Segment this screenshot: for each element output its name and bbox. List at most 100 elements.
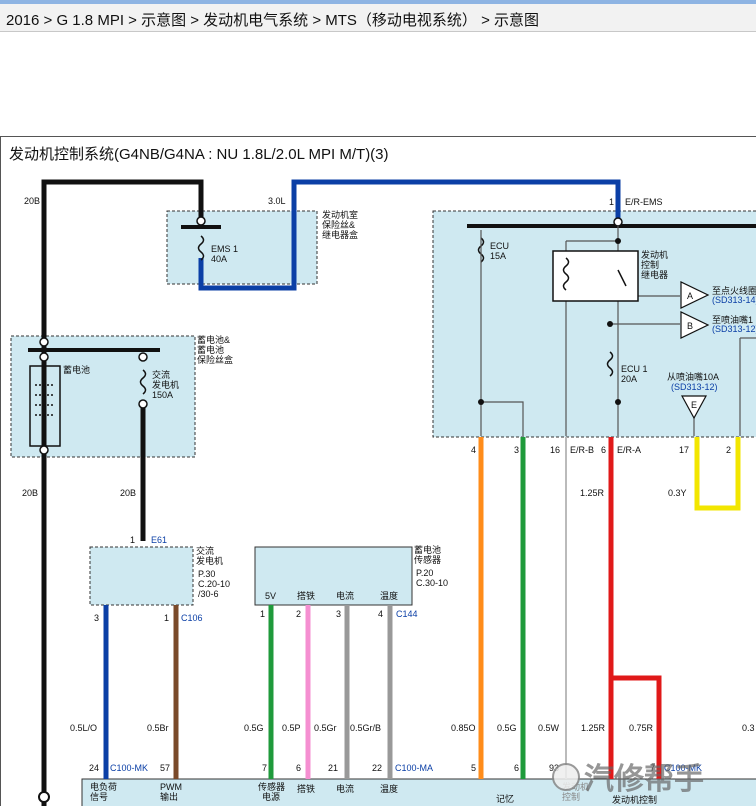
connector-id[interactable]: C106 xyxy=(181,613,203,623)
pin-label: 21 xyxy=(328,763,338,773)
connector-label: 从喷油嘴10A xyxy=(667,371,719,382)
page-ref: P.20 xyxy=(416,568,433,578)
pin-label: 6 xyxy=(601,445,606,455)
box-label: 保险丝& xyxy=(322,219,355,230)
sensor-label: 蓄电池 xyxy=(414,544,441,555)
battery-label: 蓄电池 xyxy=(63,364,90,375)
box-label: 保险丝盒 xyxy=(197,354,233,365)
sensor-pin-name: 5V xyxy=(265,591,276,601)
terminal xyxy=(613,217,623,227)
circuit-label: E/R-A xyxy=(617,445,641,455)
fuse-label: 15A xyxy=(490,251,506,261)
ecm-pin-function: 记忆 xyxy=(496,793,514,804)
wire-label: 0.3 xyxy=(742,723,755,733)
sensor-pin-name: 搭铁 xyxy=(297,590,315,601)
breadcrumb-bar: 2016 > G 1.8 MPI > 示意图 > 发动机电气系统 > MTS（移… xyxy=(0,0,756,32)
fuse-ecu1-symbol xyxy=(606,351,614,377)
box-label: 蓄电池& xyxy=(197,334,230,345)
wire-label: 1.25R xyxy=(581,723,606,733)
ecm-pin-function: PWM xyxy=(160,782,182,792)
alternator-box xyxy=(89,546,194,606)
pin-label: 2 xyxy=(726,445,731,455)
wire-0-3y xyxy=(694,437,741,511)
pin-label: 22 xyxy=(372,763,382,773)
fuse-label: 交流 xyxy=(152,369,170,380)
pin-label: 7 xyxy=(650,763,655,773)
ecm-pin-function: 温度 xyxy=(380,783,398,794)
wire-label: 0.75R xyxy=(629,723,654,733)
connector-ref[interactable]: (SD313-14) xyxy=(712,295,756,305)
pin-label: 3 xyxy=(94,613,99,623)
pin-label: 3 xyxy=(336,609,341,619)
alternator-label: 发电机 xyxy=(196,555,223,566)
connector-b-label: B xyxy=(687,321,693,331)
breadcrumb[interactable]: 2016 > G 1.8 MPI > 示意图 > 发动机电气系统 > MTS（移… xyxy=(6,12,540,29)
connector-id[interactable]: C100-MA xyxy=(395,763,433,773)
wire-label: 0.85O xyxy=(451,723,476,733)
sensor-label: 传感器 xyxy=(414,554,441,565)
fuse-label: 40A xyxy=(211,254,227,264)
page-ref: /30-6 xyxy=(198,589,219,599)
ecm-pin-function: 输出 xyxy=(160,791,178,802)
connector-label: 至点火线圈 xyxy=(712,285,756,296)
pin-label: 1 xyxy=(164,613,169,623)
ecm-pin-function: 控制 xyxy=(562,791,580,802)
relay-coil-symbol xyxy=(562,257,570,291)
connector-b-symbol xyxy=(680,311,710,339)
alternator-label: 交流 xyxy=(196,545,214,556)
wire-label: 0.5W xyxy=(538,723,560,733)
fuse-ecu-symbol xyxy=(477,237,485,263)
relay-switch-symbol xyxy=(617,269,627,287)
wire-label: 0.5P xyxy=(282,723,301,733)
ecm-pin-function: 发动机控制 xyxy=(612,794,657,805)
watermark-logo-icon xyxy=(552,763,580,791)
wire-label: 3.0L xyxy=(268,196,286,206)
connector-a-symbol xyxy=(680,281,710,309)
watermark-text: 汽修帮手 xyxy=(584,763,704,796)
wire-label: 0.5G xyxy=(497,723,517,733)
box-label: 继电器盒 xyxy=(322,229,358,240)
page-ref: P.30 xyxy=(198,569,215,579)
connector-id[interactable]: C100-MK xyxy=(664,763,702,773)
wire-label: 1.25R xyxy=(580,488,605,498)
pin-label: 93 xyxy=(549,763,559,773)
fuse-label: ECU 1 xyxy=(621,364,648,374)
terminal xyxy=(39,337,49,347)
fuse-alternator-symbol xyxy=(139,369,147,395)
pin-label: 16 xyxy=(550,445,560,455)
wire-label: 20B xyxy=(24,196,40,206)
ground-terminal xyxy=(38,791,50,803)
pin-label: 2 xyxy=(296,609,301,619)
wire-label: 20B xyxy=(22,488,38,498)
wire-label: 0.5L/O xyxy=(70,723,97,733)
terminal xyxy=(196,216,206,226)
watermark: 汽修帮手 xyxy=(552,763,704,796)
splice-dot xyxy=(478,399,484,405)
pin-label: 3 xyxy=(514,445,519,455)
connector-e-symbol xyxy=(680,395,708,420)
box-label: 发动机室 xyxy=(322,209,358,220)
wire-label: 0.5Br xyxy=(147,723,169,733)
page-ref: C.30-10 xyxy=(416,578,448,588)
connector-ref[interactable]: (SD313-12) xyxy=(712,324,756,334)
connector-a-label: A xyxy=(687,291,693,301)
ecm-pin-function: 电负荷 xyxy=(90,781,117,792)
splice-dot xyxy=(607,321,613,327)
diagram-title: 发动机控制系统(G4NB/G4NA : NU 1.8L/2.0L MPI M/T… xyxy=(9,146,389,163)
wire-label: 0.3Y xyxy=(668,488,687,498)
connector-ref[interactable]: (SD313-12) xyxy=(671,382,718,392)
connector-id[interactable]: E61 xyxy=(151,535,167,545)
wire-3-0l xyxy=(198,179,621,291)
ecm-pin-function: 信号 xyxy=(90,791,108,802)
sensor-pin-name: 电流 xyxy=(336,590,354,601)
connector-id[interactable]: C100-MK xyxy=(110,763,148,773)
pin-label: 6 xyxy=(514,763,519,773)
fuse-label: 发电机 xyxy=(152,379,179,390)
pin-label: 1 xyxy=(130,535,135,545)
pin-label: 1 xyxy=(260,609,265,619)
circuit-label: E/R-EMS xyxy=(625,197,663,207)
connector-id[interactable]: C144 xyxy=(396,609,418,619)
battery-sensor-box xyxy=(254,546,413,606)
wire-label: 0.5G xyxy=(244,723,264,733)
terminal xyxy=(39,352,49,362)
